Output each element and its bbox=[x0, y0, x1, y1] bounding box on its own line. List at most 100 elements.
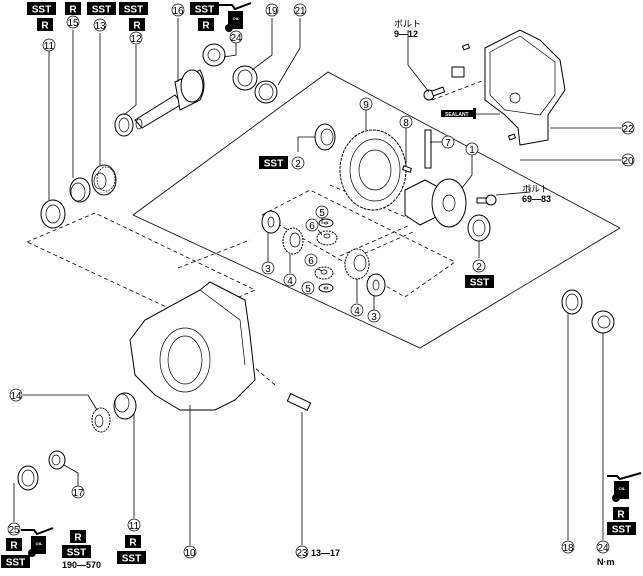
oil-can-icon: OIL bbox=[607, 472, 642, 502]
case-bolt-label: ボルト bbox=[522, 184, 549, 194]
part-diff-case-1 bbox=[404, 178, 467, 228]
svg-text:SST: SST bbox=[470, 278, 489, 289]
r-badge: R bbox=[6, 538, 22, 552]
svg-text:3: 3 bbox=[265, 264, 271, 275]
svg-text:R: R bbox=[202, 21, 210, 32]
svg-text:R: R bbox=[41, 21, 49, 32]
callout-2-upper: 2 bbox=[291, 156, 305, 170]
callout-18: 18 bbox=[561, 540, 575, 554]
sst-badge: SST bbox=[190, 2, 219, 16]
sst-badge: SST bbox=[465, 275, 494, 289]
r-badge: R bbox=[198, 18, 214, 32]
callout-8: 8 bbox=[399, 115, 413, 129]
callout-1: 1 bbox=[465, 142, 479, 156]
part-bearing-14 bbox=[91, 407, 111, 433]
svg-text:OIL: OIL bbox=[233, 16, 240, 21]
dashed-guides bbox=[26, 75, 496, 386]
sst-badge: SST bbox=[259, 156, 288, 170]
svg-text:SST: SST bbox=[124, 5, 143, 16]
svg-text:17: 17 bbox=[72, 488, 84, 499]
svg-text:R: R bbox=[617, 510, 625, 521]
callout-19: 19 bbox=[265, 3, 279, 17]
r-badge: R bbox=[70, 530, 86, 544]
sst-badge: SST bbox=[119, 2, 148, 16]
callout-6-upper: 6 bbox=[305, 218, 319, 232]
r-badge: R bbox=[37, 18, 53, 32]
callout-15: 15 bbox=[66, 15, 80, 29]
r-badge: R bbox=[65, 2, 81, 16]
part-pinion-washer-5 bbox=[318, 218, 334, 228]
cover-bolt-label: ボルト bbox=[394, 19, 421, 29]
part-thrust-washer-3b bbox=[366, 273, 386, 297]
svg-text:SST: SST bbox=[6, 558, 25, 569]
svg-text:SST: SST bbox=[92, 5, 111, 16]
callout-7: 7 bbox=[441, 135, 455, 149]
svg-text:20: 20 bbox=[622, 156, 634, 167]
svg-text:5: 5 bbox=[305, 284, 311, 295]
oil-can-icon: OIL bbox=[21, 527, 54, 557]
part-rear-cover-22 bbox=[451, 29, 566, 146]
svg-text:21: 21 bbox=[294, 6, 306, 17]
callout-24-right: 24 bbox=[596, 540, 610, 554]
units-label: N·m bbox=[597, 557, 615, 567]
callout-21: 21 bbox=[293, 3, 307, 17]
frame-outline bbox=[132, 71, 621, 349]
sst-badge: SST bbox=[27, 2, 56, 16]
svg-text:11: 11 bbox=[44, 41, 55, 52]
part-pinion-gear-6b bbox=[314, 266, 334, 280]
sst-badge: SST bbox=[87, 2, 116, 16]
case-bolt-torque: 69—83 bbox=[522, 194, 551, 204]
part-side-gear-4b bbox=[344, 248, 370, 280]
part-shim-21 bbox=[254, 80, 278, 104]
sealant-tube-icon: SEALANT bbox=[441, 108, 500, 119]
svg-text:19: 19 bbox=[266, 6, 278, 17]
part-shim-12 bbox=[114, 113, 134, 137]
svg-text:4: 4 bbox=[287, 276, 293, 287]
svg-text:14: 14 bbox=[10, 391, 22, 402]
callout-11-lower: 11 bbox=[127, 518, 141, 532]
part-oil-seal-ring-18 bbox=[561, 289, 583, 315]
callout-16: 16 bbox=[171, 3, 185, 17]
svg-text:SST: SST bbox=[264, 159, 283, 170]
sst-badge: SST bbox=[1, 555, 30, 569]
dashed-line bbox=[344, 231, 414, 263]
part-breather-plug-23 bbox=[286, 393, 312, 411]
r-badge: R bbox=[613, 507, 629, 521]
svg-text:OIL: OIL bbox=[619, 486, 626, 491]
callout-3-right: 3 bbox=[367, 309, 381, 323]
cover-bolt-torque: 9—12 bbox=[394, 29, 418, 39]
svg-text:R: R bbox=[69, 5, 77, 16]
callout-25: 25 bbox=[7, 522, 21, 536]
svg-text:R: R bbox=[10, 541, 18, 552]
sealant-label: SEALANT bbox=[445, 112, 469, 118]
svg-text:2: 2 bbox=[476, 262, 482, 273]
part-pinion-shaft-7 bbox=[424, 129, 432, 169]
callout-11: 11 bbox=[42, 38, 56, 52]
r-badge: R bbox=[125, 535, 141, 549]
callout-17: 17 bbox=[71, 485, 85, 499]
svg-text:22: 22 bbox=[622, 124, 634, 135]
svg-text:8: 8 bbox=[403, 118, 409, 129]
sst-badge: SST bbox=[607, 522, 636, 536]
dashed-line bbox=[339, 224, 411, 257]
callout-6-lower: 6 bbox=[304, 253, 318, 267]
svg-text:10: 10 bbox=[184, 548, 196, 559]
part-flange-nut-17 bbox=[48, 450, 66, 470]
callout-23: 23 bbox=[295, 545, 309, 559]
svg-text:SST: SST bbox=[122, 554, 141, 565]
subassembly-frame bbox=[132, 71, 621, 349]
part-knock-pin-8 bbox=[401, 165, 413, 173]
svg-text:6: 6 bbox=[309, 221, 315, 232]
part-side-bearing-2 bbox=[314, 123, 336, 151]
nut-torque: 190—570 bbox=[62, 560, 101, 570]
part-oil-seal-24 bbox=[202, 43, 226, 67]
dashed-box-left bbox=[26, 212, 256, 319]
callout-4-left: 4 bbox=[283, 273, 297, 287]
svg-text:25: 25 bbox=[8, 525, 20, 536]
callout-5-lower: 5 bbox=[301, 281, 315, 295]
callouts: 11 15 13 12 16 24 19 21 9 8 7 1 2 2 22 2… bbox=[7, 3, 635, 559]
part-shim-19 bbox=[232, 65, 258, 91]
svg-text:23: 23 bbox=[296, 548, 308, 559]
